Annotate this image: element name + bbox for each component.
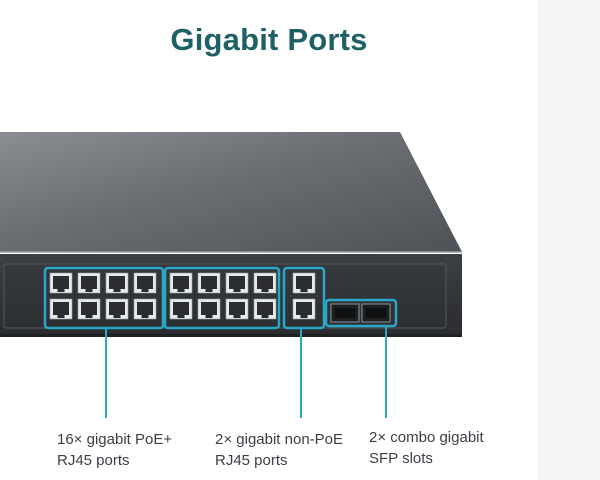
sfp-slot-opening-1	[366, 308, 386, 318]
poe-a-port-0-0-socket	[52, 276, 69, 292]
highlight-sfp-block	[324, 298, 398, 328]
highlight-non-poe-block	[282, 266, 326, 330]
poe-b-port-0-0-socket	[173, 276, 189, 292]
non-poe-port-0-0-socket	[295, 276, 312, 292]
poe-a-port-3-0-socket	[137, 276, 153, 292]
poe-b-port-0-1-socket	[173, 302, 189, 318]
background-band	[538, 0, 600, 480]
poe-a-port-1-0-socket	[80, 276, 97, 292]
rj45-non-poe-group	[292, 272, 316, 320]
rj45-poe-group-b	[169, 272, 277, 320]
highlight-poe-block-1	[43, 266, 165, 330]
page-title: Gigabit Ports	[170, 22, 368, 57]
poe-a-port-0-1-socket	[52, 302, 69, 318]
poe-b-port-3-0-socket	[256, 276, 273, 292]
callout-label-non-poe-line1: 2× gigabit non-PoE	[215, 431, 344, 448]
poe-b-port-2-1-socket	[229, 302, 245, 318]
sfp-slot-opening-0	[335, 308, 355, 318]
poe-b-port-1-1-socket	[201, 302, 217, 318]
poe-b-port-1-0-socket	[201, 276, 217, 292]
rj45-poe-group-a	[49, 272, 157, 320]
callout-label-sfp-line2: SFP slots	[369, 450, 433, 467]
non-poe-port-0-1-socket	[295, 302, 312, 318]
callout-label-non-poe: 2× gigabit non-PoE RJ45 ports	[215, 429, 343, 471]
callout-label-non-poe-line2: RJ45 ports	[215, 452, 288, 469]
callout-label-sfp: 2× combo gigabit SFP slots	[369, 427, 484, 469]
callout-label-poe-line1: 16× gigabit PoE+	[57, 431, 173, 448]
callout-label-poe-line2: RJ45 ports	[57, 452, 130, 469]
callout-label-sfp-line1: 2× combo gigabit	[369, 429, 484, 446]
switch-top-surface	[0, 132, 462, 252]
poe-a-port-2-0-socket	[108, 276, 125, 292]
poe-b-port-3-1-socket	[256, 302, 273, 318]
poe-a-port-1-1-socket	[80, 302, 97, 318]
highlight-poe-block-2	[163, 266, 281, 330]
poe-a-port-3-1-socket	[137, 302, 153, 318]
poe-a-port-2-1-socket	[108, 302, 125, 318]
poe-b-port-2-0-socket	[229, 276, 245, 292]
callout-label-poe: 16× gigabit PoE+ RJ45 ports	[57, 429, 172, 471]
sfp-slot-group	[330, 303, 391, 323]
